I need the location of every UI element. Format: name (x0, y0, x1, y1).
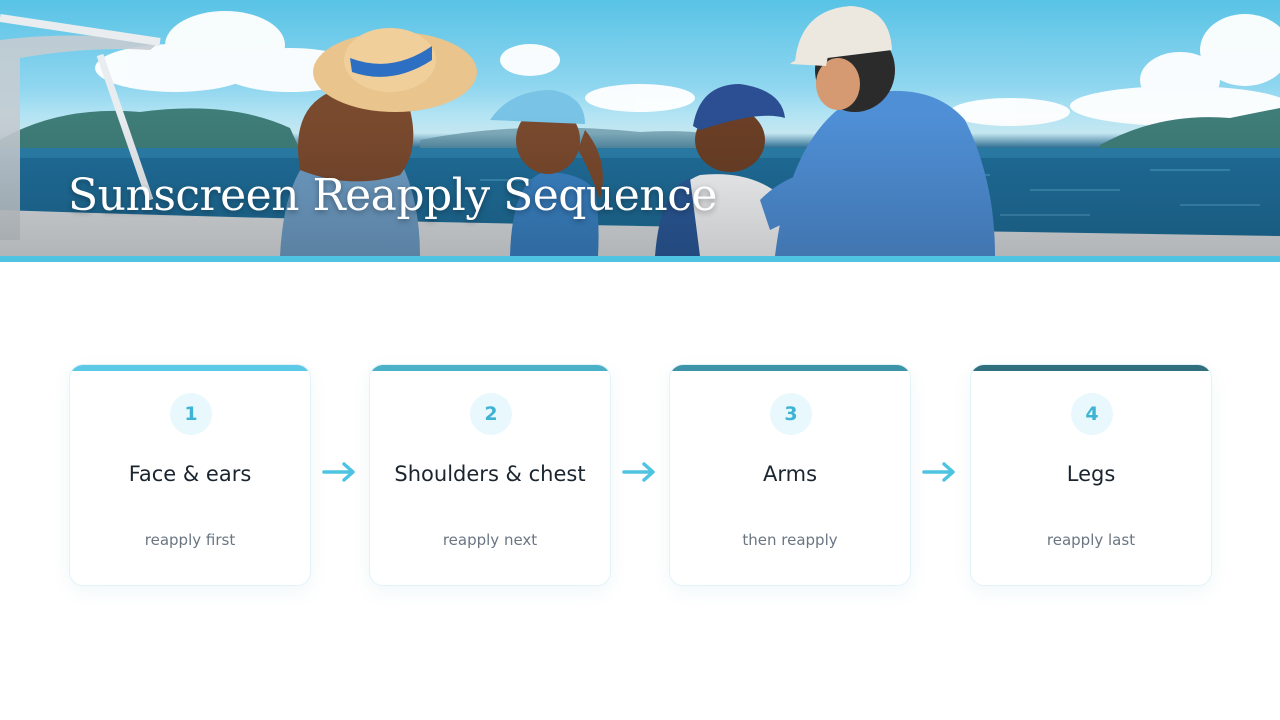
step-number-badge: 2 (470, 393, 512, 435)
step-sequence: 1 Face & ears reapply first 2 Shoulders … (0, 364, 1280, 586)
step-card-3: 3 Arms then reapply (669, 364, 911, 586)
hero-banner: Sunscreen Reapply Sequence (0, 0, 1280, 256)
step-number-badge: 3 (770, 393, 812, 435)
step-title: Shoulders & chest (394, 462, 586, 486)
hero-shade (0, 0, 1280, 256)
step-bar (370, 365, 610, 371)
family-boat-sunscreen-illustration (0, 6, 1280, 256)
arrow-right-icon (922, 462, 955, 482)
step-card-2: 2 Shoulders & chest reapply next (369, 364, 611, 586)
page-title: Sunscreen Reapply Sequence (68, 170, 717, 221)
step-title: Face & ears (128, 462, 252, 486)
step-bar (70, 365, 310, 371)
step-bar (670, 365, 910, 371)
step-subtitle: reapply next (442, 531, 538, 549)
arrow-right-icon (322, 462, 355, 482)
step-card-1: 1 Face & ears reapply first (69, 364, 311, 586)
step-bar (971, 365, 1211, 371)
step-title: Legs (1066, 462, 1116, 486)
step-subtitle: reapply first (144, 531, 236, 549)
step-title: Arms (762, 462, 818, 486)
hero-accent-rule (0, 256, 1280, 262)
step-number-badge: 4 (1071, 393, 1113, 435)
step-card-4: 4 Legs reapply last (970, 364, 1212, 586)
step-number-badge: 1 (170, 393, 212, 435)
step-subtitle: reapply last (1046, 531, 1136, 549)
arrow-right-icon (622, 462, 655, 482)
step-subtitle: then reapply (742, 531, 838, 549)
